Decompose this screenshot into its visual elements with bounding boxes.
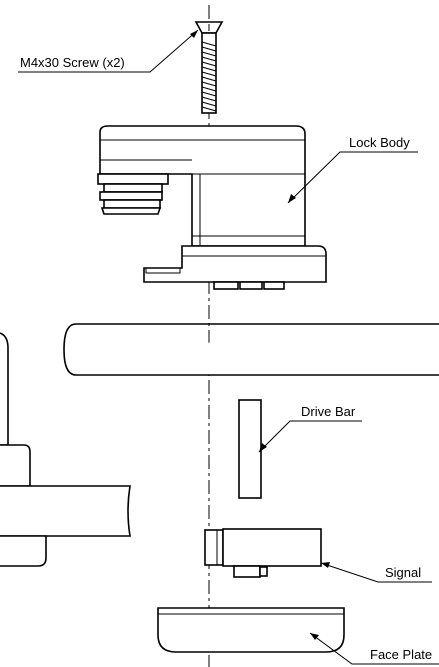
lock-body-callout: Lock Body [287, 135, 418, 204]
signal-part [204, 528, 322, 578]
screw-label: M4x30 Screw (x2) [20, 55, 125, 70]
door-edge-part [63, 323, 439, 376]
side-handle-part [0, 332, 131, 567]
face-plate-callout: Face Plate [309, 632, 439, 665]
lock-body-part [97, 125, 327, 290]
signal-callout: Signal [320, 562, 432, 583]
drive-bar-part [238, 399, 262, 499]
screw-part [194, 21, 224, 114]
lock-body-label: Lock Body [349, 135, 410, 150]
drive-bar-label: Drive Bar [301, 404, 356, 419]
face-plate-part [157, 607, 345, 653]
signal-label: Signal [385, 565, 421, 580]
screw-callout: M4x30 Screw (x2) [18, 29, 199, 73]
drive-bar-callout: Drive Bar [258, 404, 362, 453]
face-plate-label: Face Plate [370, 647, 432, 662]
